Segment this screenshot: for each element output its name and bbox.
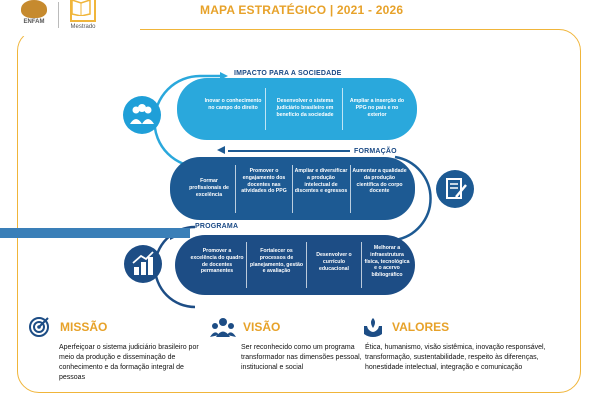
frame-mask	[0, 28, 140, 36]
formacao-divider-1	[235, 165, 236, 213]
formacao-line	[228, 150, 350, 152]
programa-item-1: Promover a excelência do quadro de docen…	[190, 248, 244, 275]
formacao-item-4: Aumentar a qualidade da produção científ…	[352, 168, 407, 195]
mestrado-logo: Mestrado	[64, 0, 102, 30]
enfam-emblem-icon	[21, 0, 47, 18]
missao-title: MISSÃO	[60, 320, 108, 334]
page-title: MAPA ESTRATÉGICO | 2021 - 2026	[200, 3, 404, 17]
programa-band-left	[0, 228, 190, 238]
impacto-divider-2	[342, 88, 343, 130]
document-pen-icon	[436, 170, 474, 208]
formacao-divider-3	[350, 165, 351, 213]
formacao-divider-2	[292, 165, 293, 213]
visao-title: VISÃO	[243, 320, 281, 334]
programa-divider-3	[361, 242, 362, 288]
programa-item-4: Melhorar a infraestrutura física, tecnol…	[364, 245, 410, 278]
programa-title: PROGRAMA	[195, 223, 239, 230]
mestrado-logo-text: Mestrado	[70, 24, 96, 30]
visao-text: Ser reconhecido como um programa transfo…	[241, 344, 362, 372]
formacao-item-3: Ampliar e diversificar a produção intele…	[294, 168, 348, 195]
formacao-title: FORMAÇÃO	[354, 148, 397, 155]
impacto-divider-1	[265, 88, 266, 130]
programa-item-3: Desenvolver o currículo educacional	[316, 252, 352, 272]
formacao-arc	[394, 155, 432, 242]
impacto-item-2: Desenvolver o sistema judiciário brasile…	[276, 98, 334, 118]
logo-divider	[58, 2, 59, 32]
programa-divider-1	[246, 242, 247, 288]
content-frame	[17, 29, 581, 393]
impacto-item-3: Ampliar a inserção do PPG no país e no e…	[349, 98, 405, 118]
programa-divider-2	[306, 242, 307, 288]
growth-chart-icon	[124, 245, 162, 283]
missao-text: Aperfeiçoar o sistema judiciário brasile…	[59, 344, 199, 382]
book-icon	[70, 0, 96, 22]
impacto-title: IMPACTO PARA A SOCIEDADE	[234, 70, 342, 77]
formacao-item-2: Promover o engajamento dos docentes nas …	[241, 168, 287, 195]
hands-plant-icon	[364, 318, 382, 337]
valores-text: Ética, humanismo, visão sistêmica, inova…	[365, 344, 546, 372]
enfam-logo: ENFAM	[14, 0, 54, 25]
people-icon	[123, 96, 161, 134]
valores-title: VALORES	[392, 320, 450, 334]
programa-item-2: Fortalecer os processos de planejamento,…	[249, 248, 304, 275]
formacao-item-1: Formar profissionais de excelência	[189, 178, 229, 198]
target-icon	[29, 317, 49, 337]
enfam-logo-text: ENFAM	[23, 19, 45, 25]
impacto-band	[177, 78, 417, 140]
programa-band	[175, 235, 415, 295]
formacao-arrowhead	[217, 146, 225, 154]
team-icon	[210, 318, 236, 337]
impacto-item-1: Inovar o conhecimento no campo do direit…	[204, 98, 262, 111]
